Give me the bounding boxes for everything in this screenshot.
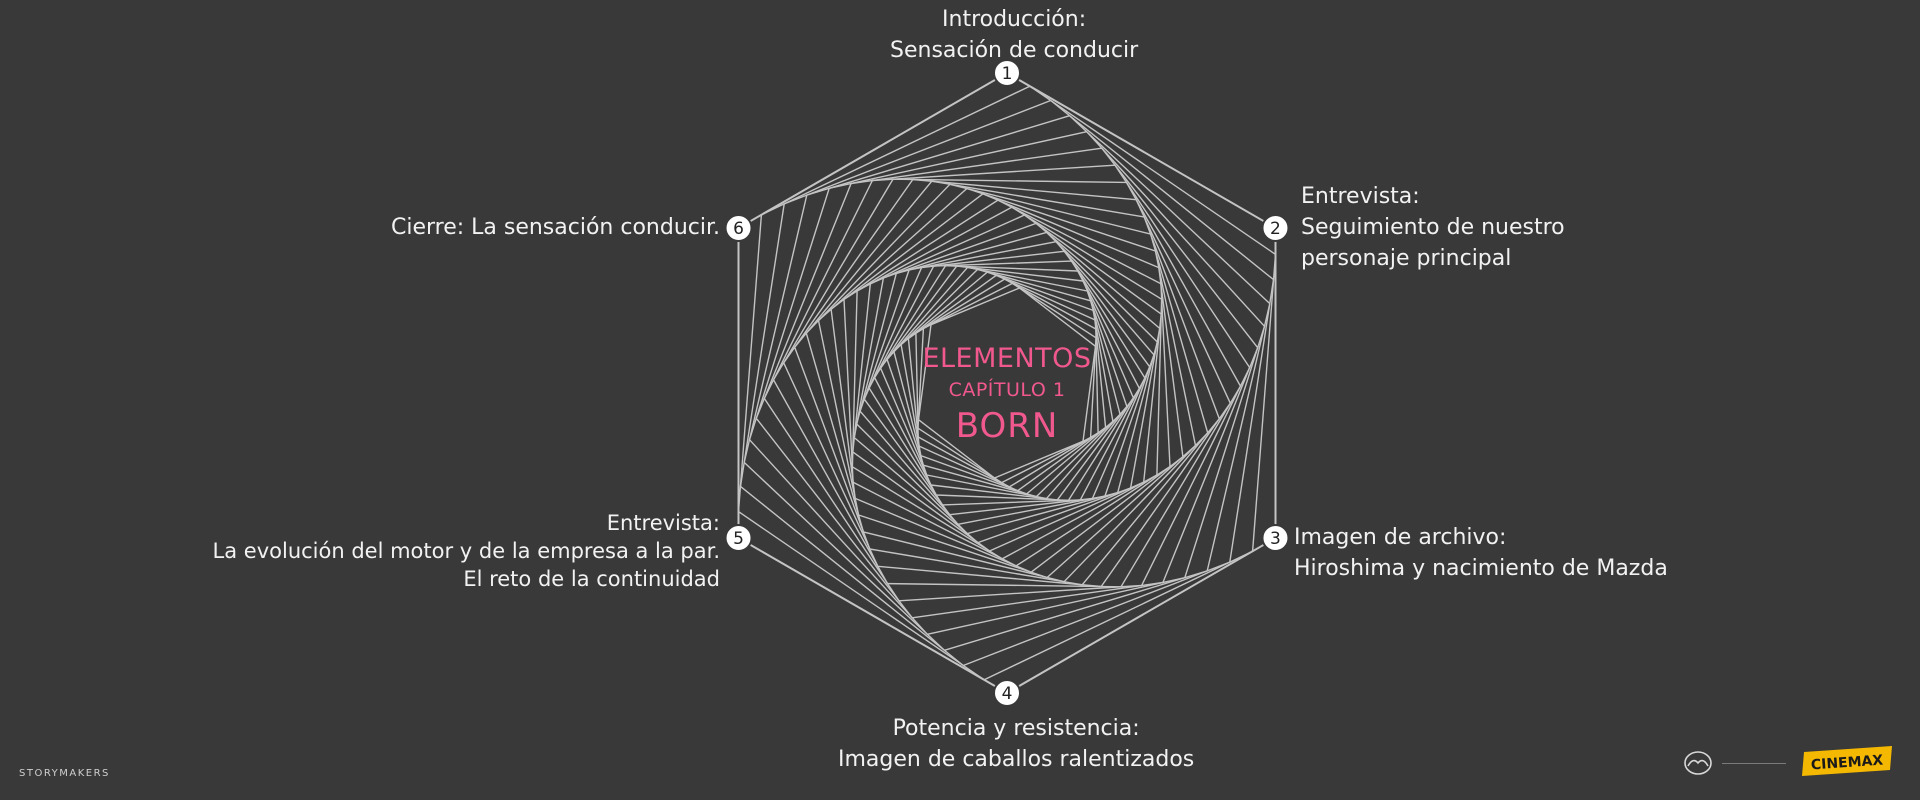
node-3-label-line: Imagen de archivo: [1294,525,1507,550]
mazda-logo-icon [1684,751,1712,775]
spiral-ring [893,268,1121,498]
spiral-ring [843,199,1171,567]
node-5-label-line: El reto de la continuidad [463,567,720,591]
spiral-ring [755,147,1259,619]
node-3-number: 3 [1270,529,1281,549]
spiral-ring [915,278,1099,488]
spiral-ring [907,274,1107,492]
spiral-ring [737,85,1277,681]
node-1-label-line: Sensación de conducir [890,38,1139,63]
center-title-line3: BORN [955,406,1059,446]
node-6-number: 6 [733,219,744,239]
center-title-line1: ELEMENTOS [922,343,1092,374]
spiral-ring [879,265,1135,501]
node-6-label: Cierre: La sensación conducir. [391,212,720,243]
spiral-ring [852,214,1162,552]
center-title: ELEMENTOS CAPÍTULO 1 BORN [907,342,1107,448]
spiral-ring [859,240,1155,525]
spiral-ring [748,130,1266,635]
node-2-label-line: Seguimiento de nuestro [1301,215,1565,240]
node-1-number: 1 [1002,64,1013,84]
spiral-ring [794,180,1221,586]
spiral-ring [873,265,1141,501]
storymakers-brand: STORYMAKERS [19,768,110,779]
node-4-number: 4 [1002,684,1013,704]
node-2-label-line: personaje principal [1301,246,1512,271]
node-3-label-line: Hiroshima y nacimiento de Mazda [1294,556,1668,581]
spiral-ring [863,250,1151,516]
node-5-label: Entrevista: La evolución del motor y de … [213,509,720,593]
spiral-ring [805,183,1209,583]
node-6-marker [724,214,753,242]
spiral-ring [783,178,1232,588]
node-4-label-line: Imagen de caballos ralentizados [838,747,1195,772]
node-3-marker [1261,524,1290,552]
spiral-ring [763,164,1251,602]
spiral-ring [851,206,1163,560]
spiral-ring [830,193,1184,573]
cinemax-logo-text: CINEMAX [1810,752,1883,773]
spiral-ring [817,187,1197,579]
node-5-marker [724,524,753,552]
spiral-ring [886,266,1128,500]
spiral-ring [743,114,1271,651]
node-6-label-line: Cierre: La sensación conducir. [390,215,720,240]
cinemax-logo: CINEMAX [1802,746,1892,776]
spiral-ring [772,178,1242,588]
spiral-ring [856,231,1159,535]
node-5-label-line: La evolución del motor y de la empresa a… [212,539,720,563]
spiral-ring [917,282,1097,484]
node-1-label: Introducción: Sensación de conducir [890,4,1138,66]
node-4-label-line: Potencia y resistencia: [892,716,1140,741]
node-4-label: Potencia y resistencia: Imagen de caball… [838,713,1194,775]
node-2-number: 2 [1270,219,1281,239]
spiral-ring [868,260,1146,506]
footer-divider [1722,763,1786,764]
node-5-label-line: Entrevista: [606,511,720,535]
spiral-ring [853,222,1161,544]
node-3-label: Imagen de archivo: Hiroshima y nacimient… [1294,522,1668,584]
node-2-label: Entrevista: Seguimiento de nuestro perso… [1301,181,1565,274]
node-2-marker [1261,214,1290,242]
node-2-label-line: Entrevista: [1301,184,1420,209]
spiral-ring [917,287,1097,479]
center-title-line2: CAPÍTULO 1 [948,379,1066,401]
node-markers: 1 2 3 4 5 6 [724,59,1290,707]
spiral-string-art [737,72,1277,694]
node-5-number: 5 [733,529,744,549]
node-1-marker [993,59,1021,87]
node-1-label-line: Introducción: [942,7,1087,32]
spiral-ring [900,271,1114,495]
spiral-ring [739,99,1275,667]
node-4-marker [993,679,1021,707]
